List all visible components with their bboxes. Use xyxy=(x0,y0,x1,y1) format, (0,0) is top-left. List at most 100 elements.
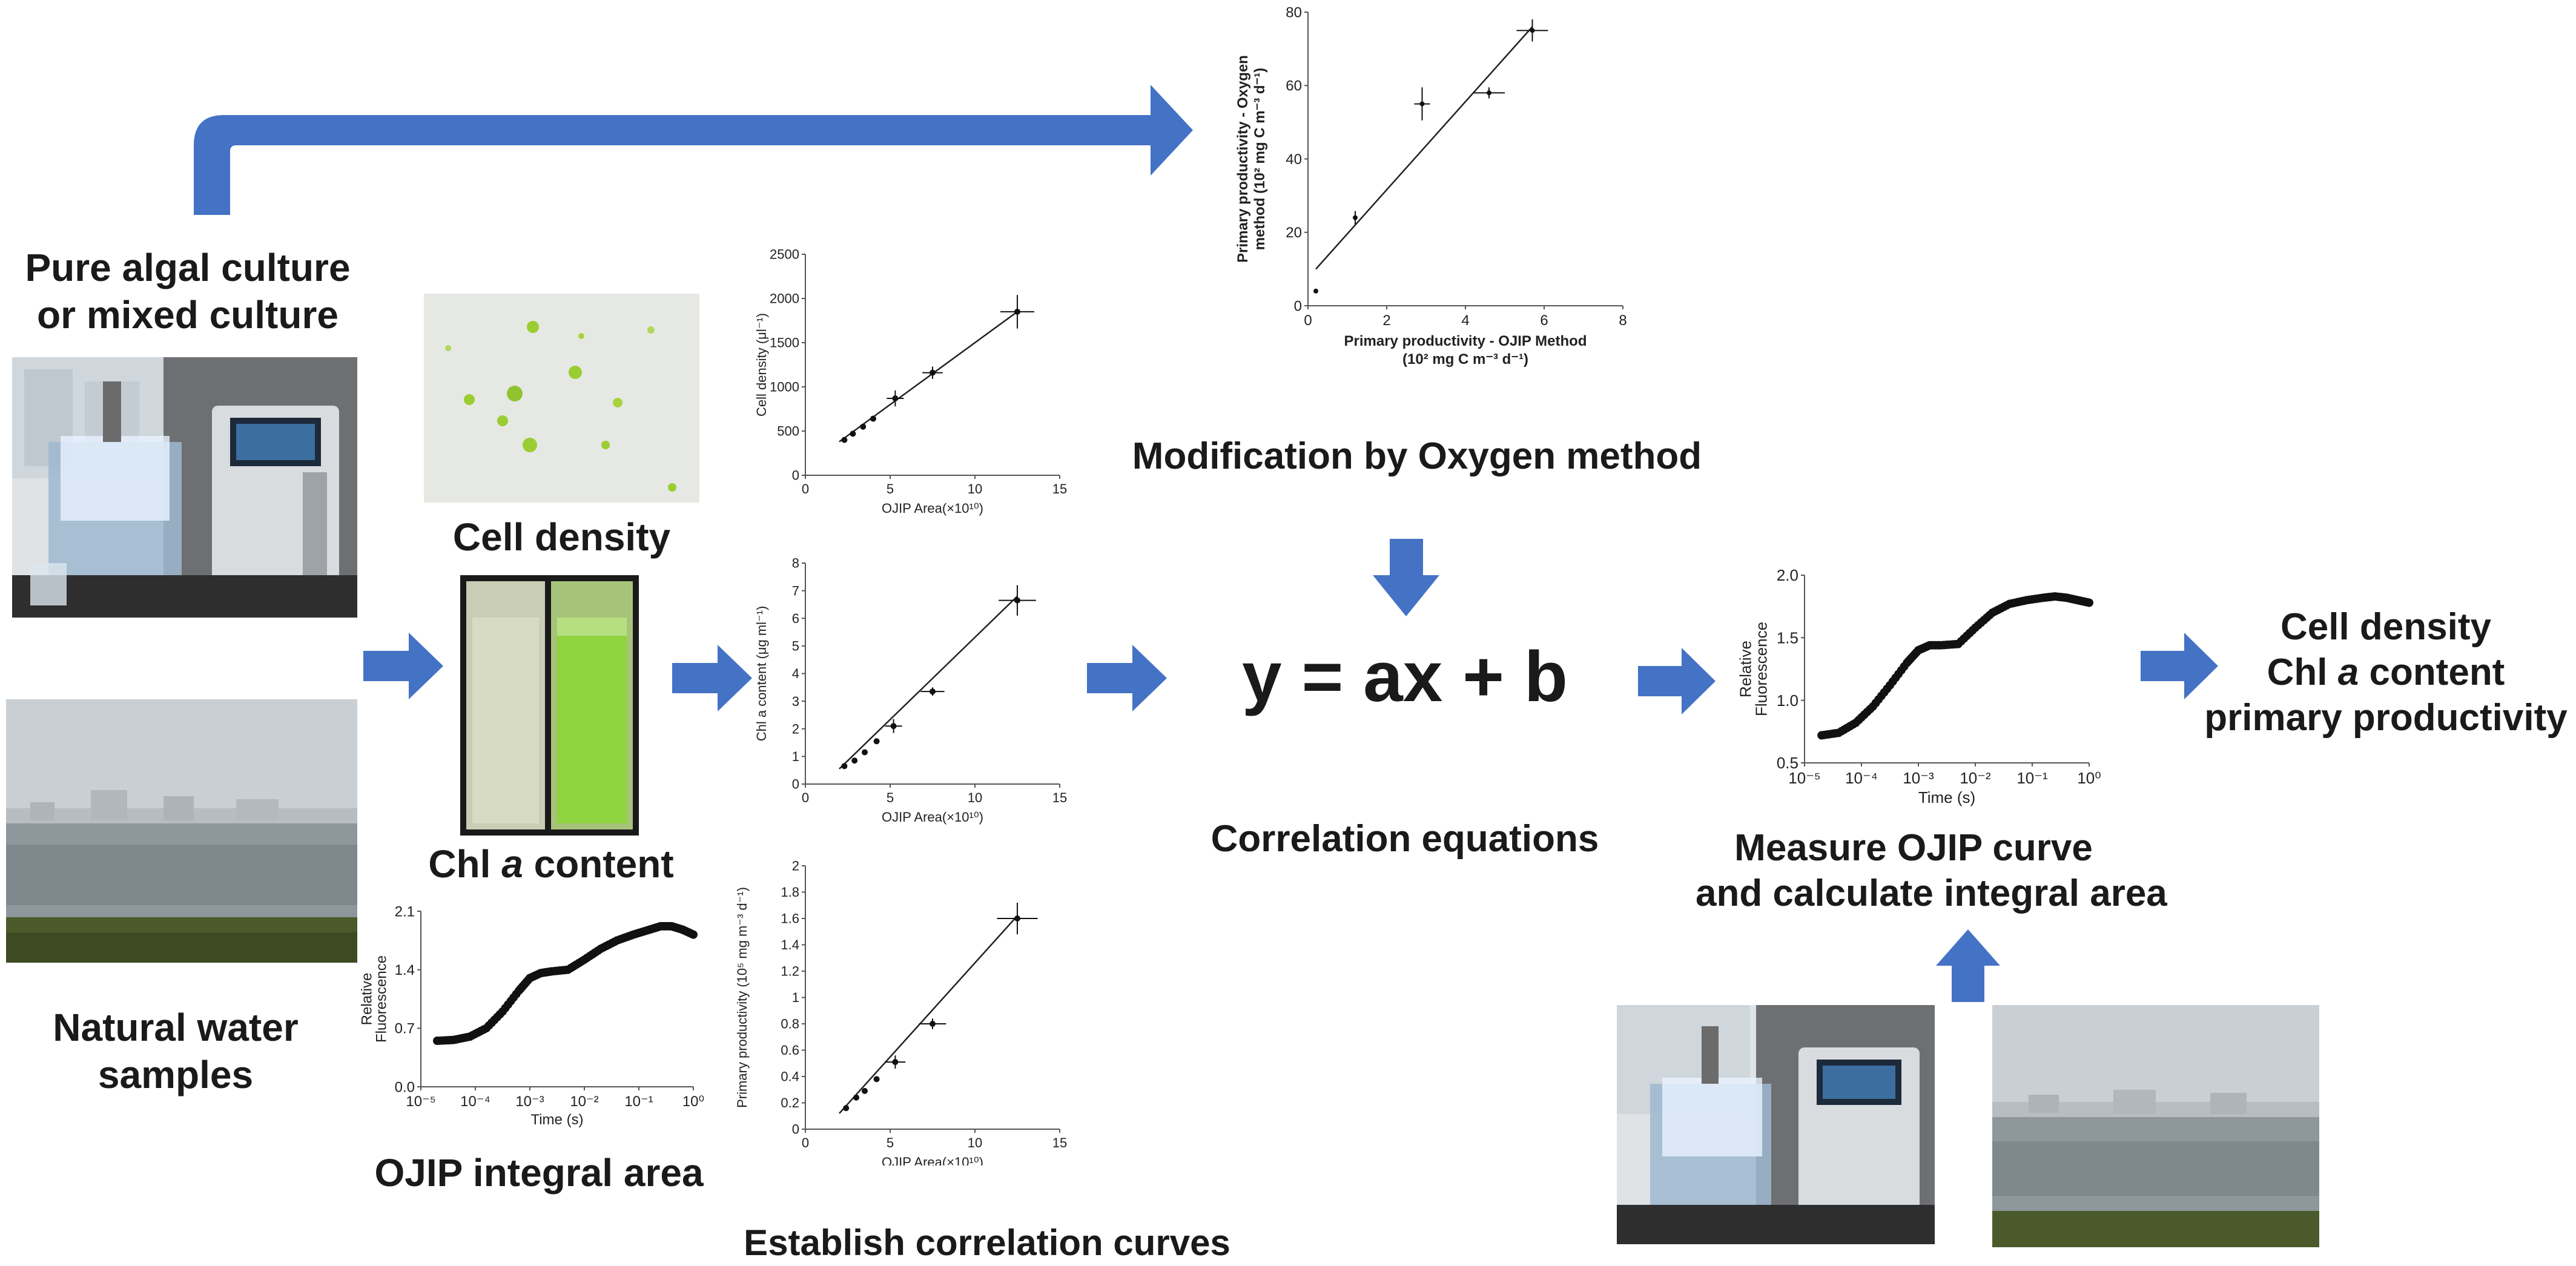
y-tick-label: 0.4 xyxy=(781,1069,799,1084)
chl-a-label-italic: a xyxy=(501,842,523,886)
natural-water-label-line2: samples xyxy=(97,1053,254,1096)
x-tick-label: 10⁻³ xyxy=(515,1093,544,1110)
data-point xyxy=(930,688,936,695)
x-tick-label: 10⁻⁵ xyxy=(1788,769,1820,787)
y-tick-label: 1000 xyxy=(770,380,799,395)
y-tick-label: 1 xyxy=(792,749,799,764)
measure-ojip-label-line2: and calculate integral area xyxy=(1696,872,2167,914)
y-tick-label: 2500 xyxy=(770,247,799,262)
x-tick-label: 10⁻⁴ xyxy=(1845,769,1878,787)
data-point xyxy=(1353,215,1358,220)
chl-a-cuvette-photo xyxy=(460,575,639,836)
y-axis-label: Relative xyxy=(358,973,375,1026)
x-tick-label: 10⁻⁴ xyxy=(460,1093,490,1110)
cell-density-label: Cell density xyxy=(452,515,671,559)
data-point xyxy=(873,738,880,745)
x-tick-label: 0 xyxy=(1304,312,1312,329)
data-point xyxy=(851,757,858,764)
y-tick-label: 1.6 xyxy=(781,911,799,926)
x-tick-label: 8 xyxy=(1619,312,1627,329)
data-point xyxy=(853,1094,859,1101)
fit-line xyxy=(1315,26,1533,270)
fit-line xyxy=(839,595,1018,770)
y-tick-label: 2.1 xyxy=(395,903,415,920)
x-axis-label: Time (s) xyxy=(530,1112,583,1128)
y-tick-label: 1.8 xyxy=(781,885,799,900)
x-axis-label-line2: (10² mg C m⁻³ d⁻¹) xyxy=(1402,351,1528,368)
establish-curves-label: Establish correlation curves xyxy=(744,1222,1230,1263)
x-tick-label: 10⁰ xyxy=(2077,769,2101,787)
fit-line xyxy=(839,311,1018,443)
x-tick-label: 10⁻² xyxy=(1960,769,1991,787)
x-tick-label: 4 xyxy=(1461,312,1469,329)
data-point xyxy=(1530,28,1535,33)
x-axis-label: OJIP Area(×10¹⁰) xyxy=(882,501,983,516)
output-chl-italic: a xyxy=(2337,651,2359,693)
data-point xyxy=(1419,101,1425,107)
data-point xyxy=(862,1087,868,1094)
y-tick-label: 0 xyxy=(792,1122,799,1137)
y-tick-label: 2 xyxy=(792,721,799,736)
y-tick-label: 0 xyxy=(792,468,799,483)
chl-a-label-post: content xyxy=(523,842,674,886)
measure-ojip-label-line1: Measure OJIP curve xyxy=(1734,827,2093,869)
y-tick-label: 0.8 xyxy=(781,1017,799,1032)
x-tick-label: 5 xyxy=(887,481,894,496)
y-tick-label: 4 xyxy=(792,666,799,681)
y-tick-label: 0.6 xyxy=(781,1043,799,1058)
x-tick-label: 5 xyxy=(887,790,894,805)
y-tick-label: 2 xyxy=(792,859,799,874)
y-tick-label: 60 xyxy=(1286,78,1302,94)
data-point xyxy=(873,1076,880,1083)
data-point xyxy=(841,763,848,770)
data-point xyxy=(892,395,899,401)
y-tick-label: 1.2 xyxy=(781,964,799,979)
x-axis-label: Primary productivity - OJIP Method xyxy=(1344,333,1587,349)
bioreactor-photo-bottom xyxy=(1617,1005,1935,1244)
x-tick-label: 2 xyxy=(1382,312,1390,329)
arrow-right-3 xyxy=(1087,645,1167,711)
y-tick-label: 3 xyxy=(792,694,799,709)
data-point xyxy=(1014,597,1020,604)
arrow-right-4 xyxy=(1638,648,1716,714)
modification-label: Modification by Oxygen method xyxy=(1132,435,1702,477)
chl-a-label: Chl a content xyxy=(412,842,690,886)
y-tick-label: 2000 xyxy=(770,291,799,306)
x-axis-label: Time (s) xyxy=(1918,788,1975,806)
x-tick-label: 10 xyxy=(968,1135,982,1150)
data-point xyxy=(890,723,897,730)
y-axis-label-line2: Fluorescence xyxy=(373,955,389,1043)
y-tick-label: 1.5 xyxy=(1777,628,1798,647)
y-tick-label: 6 xyxy=(792,611,799,626)
output-chl-post: content xyxy=(2359,651,2505,693)
output-chl-a-label: Chl a content xyxy=(2198,651,2574,694)
y-tick-label: 40 xyxy=(1286,151,1302,168)
x-tick-label: 10 xyxy=(968,481,982,496)
y-tick-label: 1500 xyxy=(770,335,799,351)
x-tick-label: 0 xyxy=(802,1135,809,1150)
data-point xyxy=(1313,288,1318,294)
y-tick-label: 1 xyxy=(792,990,799,1005)
ojip-integral-label: OJIP integral area xyxy=(374,1151,704,1195)
data-point xyxy=(1014,308,1020,315)
data-point xyxy=(850,430,856,437)
fit-line xyxy=(839,915,1018,1114)
arrow-down-1 xyxy=(1373,539,1439,616)
curve-dot xyxy=(689,930,698,939)
equation-label: y = ax + b xyxy=(1242,637,1568,717)
chl-a-label-pre: Chl xyxy=(428,842,502,886)
y-tick-label: 0.0 xyxy=(395,1079,415,1095)
y-tick-label: 8 xyxy=(792,556,799,571)
bioreactor-photo xyxy=(12,357,357,618)
x-tick-label: 10⁻³ xyxy=(1903,769,1934,787)
data-point xyxy=(1014,915,1020,921)
data-point xyxy=(843,1105,850,1112)
data-point xyxy=(930,369,936,376)
x-tick-label: 0 xyxy=(802,790,809,805)
y-tick-label: 2.0 xyxy=(1777,566,1798,584)
data-point xyxy=(892,1059,899,1066)
x-tick-label: 15 xyxy=(1052,1135,1067,1150)
